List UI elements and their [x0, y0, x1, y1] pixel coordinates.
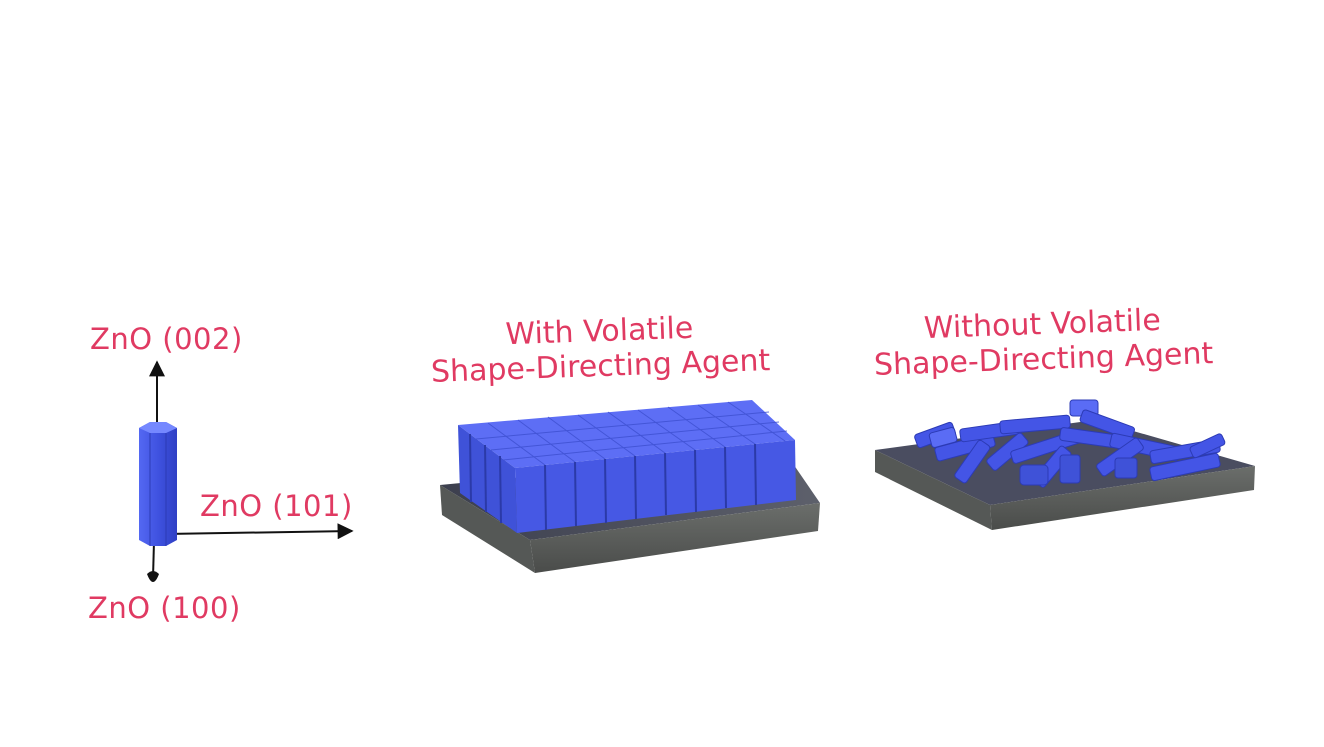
random-nanorods	[875, 399, 1255, 530]
axis-arrowhead-100	[147, 571, 159, 582]
title-with-agent: With Volatile Shape-Directing Agent	[419, 309, 781, 391]
title-without-agent: Without Volatile Shape-Directing Agent	[857, 302, 1229, 384]
axis-label-002: ZnO (002)	[90, 322, 243, 356]
substrate-front-2	[875, 450, 992, 530]
axis-arrow-101	[164, 523, 354, 540]
axis-diagram	[139, 360, 354, 582]
axis-label-101: ZnO (101)	[200, 489, 353, 523]
axis-label-100: ZnO (100)	[88, 591, 241, 625]
array-grooves	[469, 433, 757, 531]
aligned-nanorod-array	[440, 400, 820, 573]
substrate-side-2	[990, 466, 1255, 530]
array-top-grid	[475, 401, 788, 466]
array-left	[458, 425, 517, 533]
substrate-side	[530, 503, 820, 573]
substrate-front	[440, 485, 535, 573]
single-nanorod	[139, 422, 177, 546]
